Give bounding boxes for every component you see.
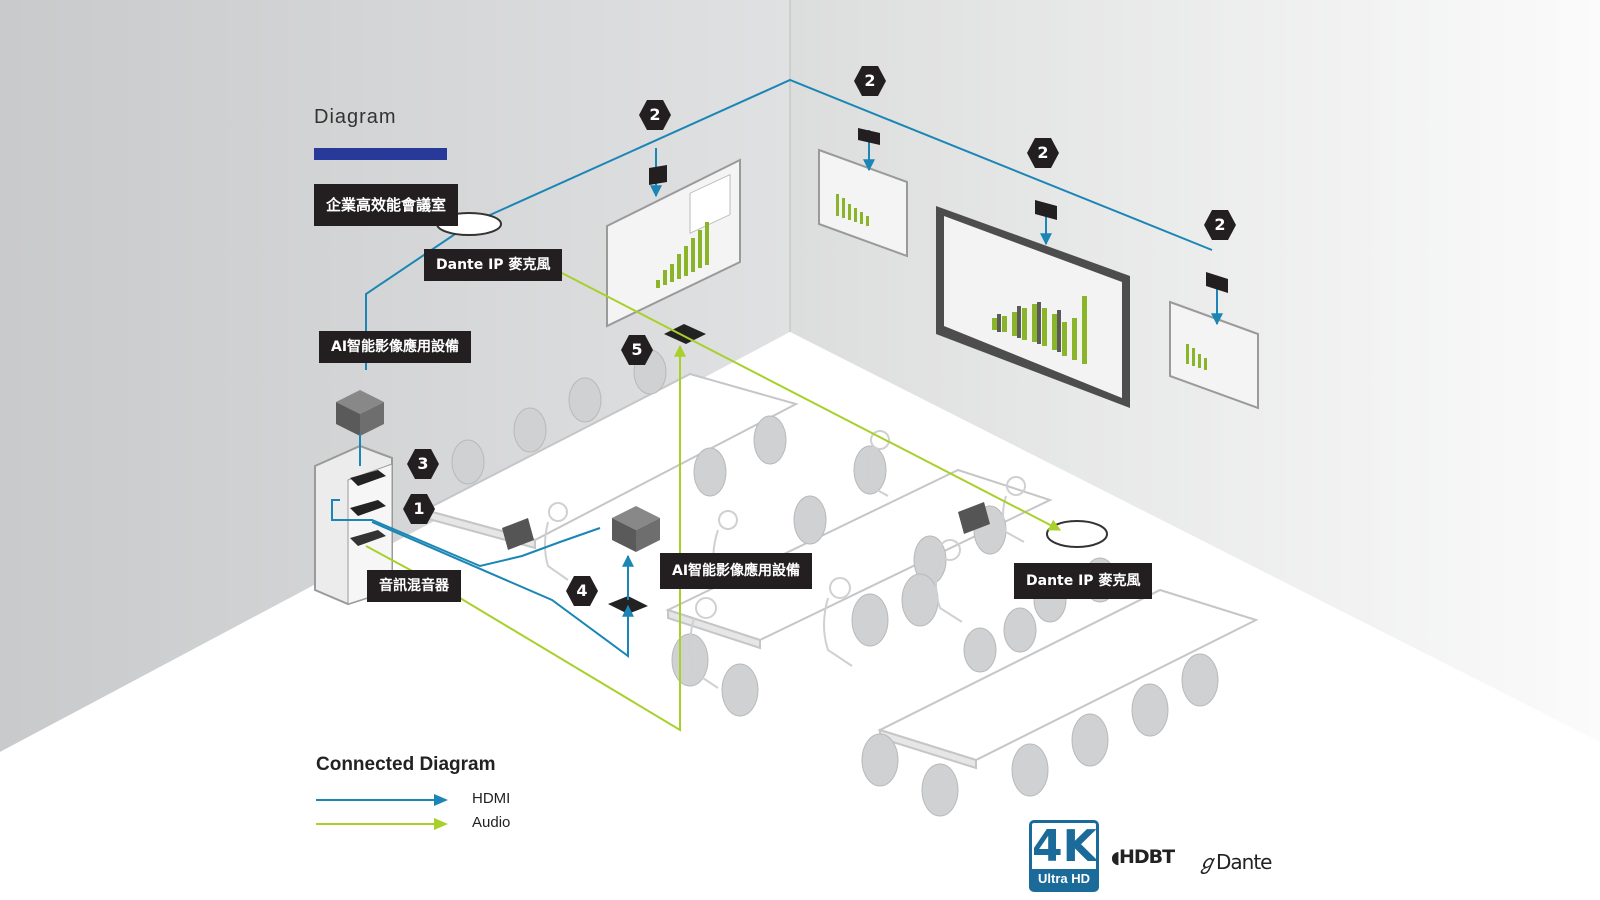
dante-mic-top-label: Dante IP 麥克風 xyxy=(424,249,563,281)
legend-hdmi: HDMI xyxy=(316,790,536,810)
hdbaset-receivers xyxy=(649,128,1228,293)
4k-logo-text: 4K xyxy=(1032,821,1097,872)
legend-title: Connected Diagram xyxy=(316,754,496,775)
hdmi-floor-lines xyxy=(331,434,634,658)
legend-audio: Audio xyxy=(316,814,536,834)
display-small-right xyxy=(1169,300,1259,410)
hdmi-arrow-icon xyxy=(316,794,448,806)
marker-1: 1 xyxy=(403,494,435,524)
audio-arrow-icon xyxy=(316,818,448,830)
audio-lines xyxy=(365,271,1062,732)
ceiling-mic-right xyxy=(1046,520,1108,548)
ai-device-center xyxy=(612,506,660,552)
ai-device-center-label: AI智能影像應用設備 xyxy=(660,553,813,589)
display-small-center xyxy=(818,148,908,258)
dante-logo-icon: ℊ xyxy=(1197,850,1217,874)
ai-device-top xyxy=(336,390,384,436)
people xyxy=(544,430,1026,689)
4k-ultra-hd-logo: 4K Ultra HD xyxy=(1029,820,1099,892)
audio-mixer-label: 音訊混音器 xyxy=(367,570,461,602)
legend-hdmi-label: HDMI xyxy=(472,790,511,807)
marker-3: 3 xyxy=(407,449,439,479)
marker-2: 2 xyxy=(1204,210,1236,240)
ultra-hd-logo-text: Ultra HD xyxy=(1032,869,1096,889)
dante-logo: ℊDante xyxy=(1197,846,1272,875)
ai-device-top-label: AI智能影像應用設備 xyxy=(319,331,472,363)
room-title-label: 企業高效能會議室 xyxy=(314,184,459,226)
heading-accent-bar xyxy=(314,148,447,160)
hdbaset-logo-icon: ◖ xyxy=(1111,848,1120,868)
hdbaset-logo: ◖HDBT xyxy=(1111,846,1175,868)
dante-logo-text: Dante xyxy=(1216,850,1272,874)
extender-5 xyxy=(664,324,706,344)
conference-tables xyxy=(422,372,1259,770)
legend-audio-label: Audio xyxy=(472,814,511,831)
hdbaset-logo-text: HDBT xyxy=(1118,846,1175,868)
diagram-heading: Diagram xyxy=(314,106,397,128)
marker-2: 2 xyxy=(1027,138,1059,168)
laptops xyxy=(502,502,990,550)
display-small-left xyxy=(606,158,741,328)
left-wall xyxy=(0,0,790,752)
dante-mic-right-label: Dante IP 麥克風 xyxy=(1014,563,1153,599)
display-large xyxy=(936,206,1130,408)
